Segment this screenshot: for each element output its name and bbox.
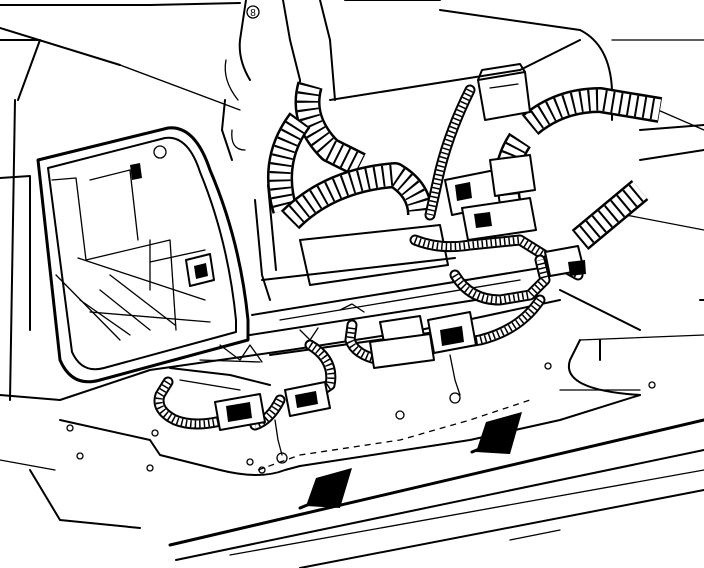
mounting-holes [66,362,656,474]
callout-8: 8 [246,5,260,19]
glove-box-opening [36,126,250,384]
arrow-right-icon [476,412,522,454]
electrical-connectors [214,63,586,464]
wide-conduit [267,81,663,250]
callout-number: 8 [250,8,256,19]
callout-arrows [298,412,522,510]
arrow-left-icon [306,468,352,508]
